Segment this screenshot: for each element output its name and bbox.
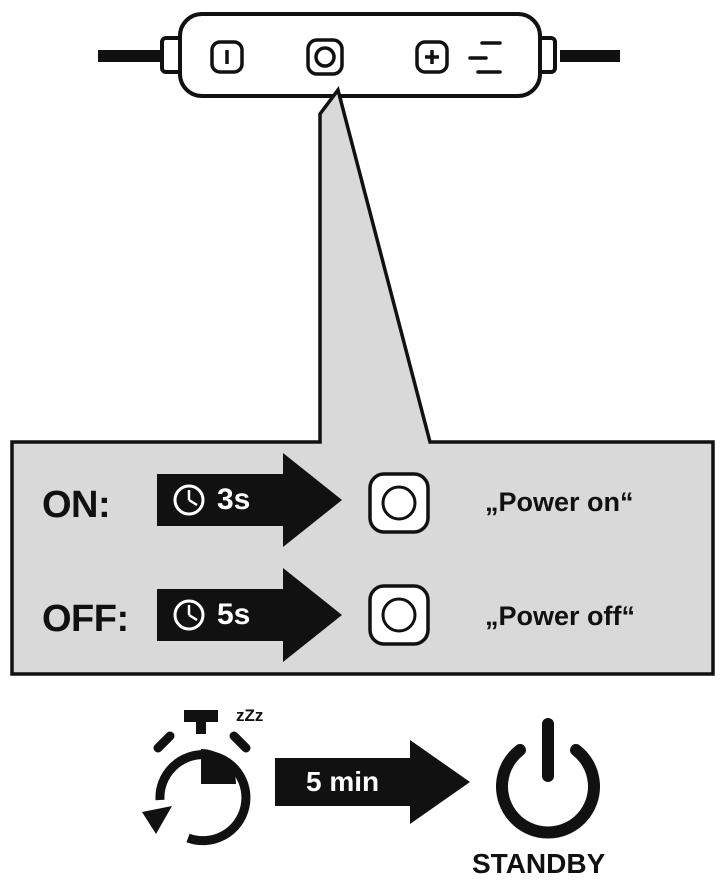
timer-arrow <box>275 740 470 824</box>
clock-icon <box>173 484 205 516</box>
sleep-text: zZz <box>236 706 264 725</box>
timer-label: 5 min <box>306 766 380 797</box>
minus-button-icon <box>210 40 244 74</box>
off-voice-prompt: „Power off“ <box>485 601 636 631</box>
volume-lines-icon <box>468 41 502 74</box>
on-multifunction-button-icon <box>368 472 430 534</box>
stopwatch-icon <box>142 710 251 846</box>
on-voice-prompt: „Power on“ <box>485 487 634 517</box>
off-duration: 5s <box>217 598 251 631</box>
on-duration: 3s <box>217 483 251 516</box>
clock-icon <box>173 599 205 631</box>
plus-button-icon <box>415 40 449 74</box>
power-icon <box>496 718 600 839</box>
multifunction-button-icon <box>306 38 344 76</box>
on-duration-arrow <box>157 453 342 547</box>
remote-body <box>178 12 542 98</box>
off-duration-arrow <box>157 568 342 662</box>
callout-panel <box>10 86 715 676</box>
standby-label: STANDBY <box>472 848 606 879</box>
off-multifunction-button-icon <box>368 584 430 646</box>
on-label: ON: <box>42 484 111 526</box>
off-label: OFF: <box>42 598 129 640</box>
